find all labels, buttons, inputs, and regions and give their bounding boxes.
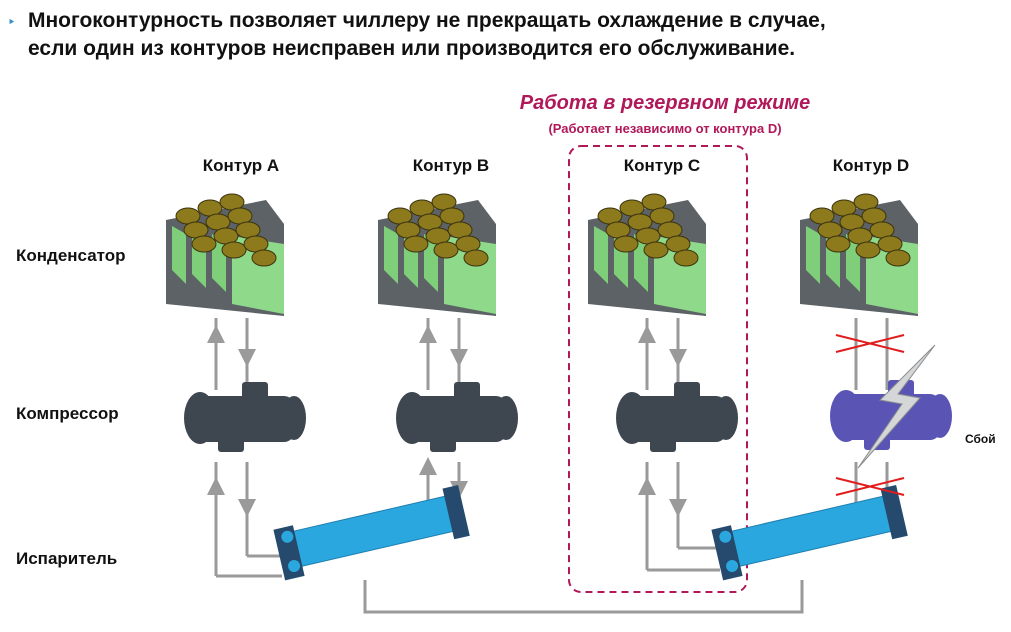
bullet-arrow-icon: ‣ — [8, 15, 16, 29]
lightning-icon — [857, 344, 936, 469]
red-cross-icon — [835, 334, 905, 353]
contour-label-a: Контур A — [202, 156, 280, 175]
contour-label-d: Контур D — [832, 156, 910, 175]
red-cross-icon — [835, 477, 905, 496]
condenser-d — [799, 193, 919, 317]
condenser-a — [165, 193, 285, 317]
row-label-evaporator: Испаритель — [16, 549, 118, 568]
reserve-mode-title: Работа в резервном режиме — [519, 92, 811, 114]
evaporator-ab — [272, 484, 471, 581]
heading-line-1: Многоконтурность позволяет чиллеру не пр… — [28, 9, 826, 32]
compressor-c — [616, 382, 738, 452]
condenser-b — [377, 193, 497, 317]
condenser-c — [587, 193, 707, 317]
contour-label-c: Контур C — [623, 156, 701, 175]
compressor-b — [396, 382, 518, 452]
heading-line-2: если один из контуров неисправен или про… — [28, 37, 796, 60]
failure-label: Сбой — [965, 432, 996, 446]
refrigerant-pipes — [214, 318, 889, 614]
reserve-mode-subtitle: (Работает независимо от контура D) — [548, 121, 782, 136]
row-label-compressor: Компрессор — [16, 404, 119, 423]
flow-arrows — [207, 325, 687, 517]
row-label-condenser: Конденсатор — [16, 246, 126, 265]
evaporator-cd — [710, 484, 909, 581]
reserve-mode-frame — [568, 145, 748, 593]
compressor-a — [184, 382, 306, 452]
contour-label-b: Контур B — [412, 156, 490, 175]
